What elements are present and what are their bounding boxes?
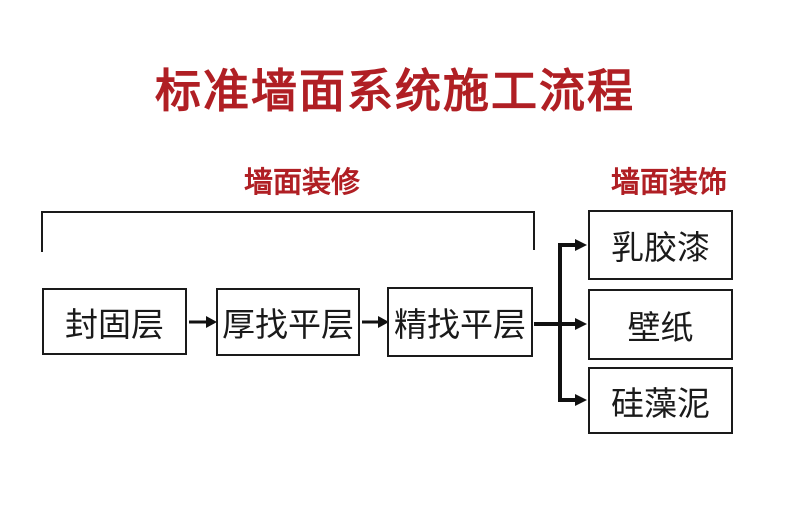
finish-option-label: 壁纸 (627, 308, 694, 346)
finish-option-latex-paint: 乳胶漆 (588, 210, 733, 280)
flow-step-label: 精找平层 (394, 306, 526, 343)
finish-option-diatom-mud: 硅藻泥 (588, 367, 733, 434)
arrow-thick-to-fine-icon (362, 316, 389, 328)
flow-step-fine-leveling-layer: 精找平层 (387, 287, 533, 357)
section-label-renovation: 墙面装修 (243, 167, 360, 199)
arrow-branch-diatom-mud-icon (558, 394, 587, 406)
arrow-branch-latex-paint-icon (558, 239, 587, 251)
arrow-fine-to-wallpaper-icon (534, 318, 587, 330)
flow-step-sealing-layer: 封固层 (42, 288, 187, 355)
arrow-seal-to-thick-icon (189, 316, 217, 328)
section-label-decoration: 墙面装饰 (610, 167, 727, 199)
renovation-bracket (41, 211, 535, 252)
flow-step-label: 厚找平层 (222, 306, 354, 343)
finish-option-label: 硅藻泥 (611, 384, 710, 422)
page-title: 标准墙面系统施工流程 (155, 65, 635, 117)
finish-option-wallpaper: 壁纸 (588, 289, 733, 360)
finish-option-label: 乳胶漆 (611, 229, 710, 266)
flow-step-label: 封固层 (65, 305, 164, 343)
flow-step-thick-leveling-layer: 厚找平层 (216, 288, 360, 356)
